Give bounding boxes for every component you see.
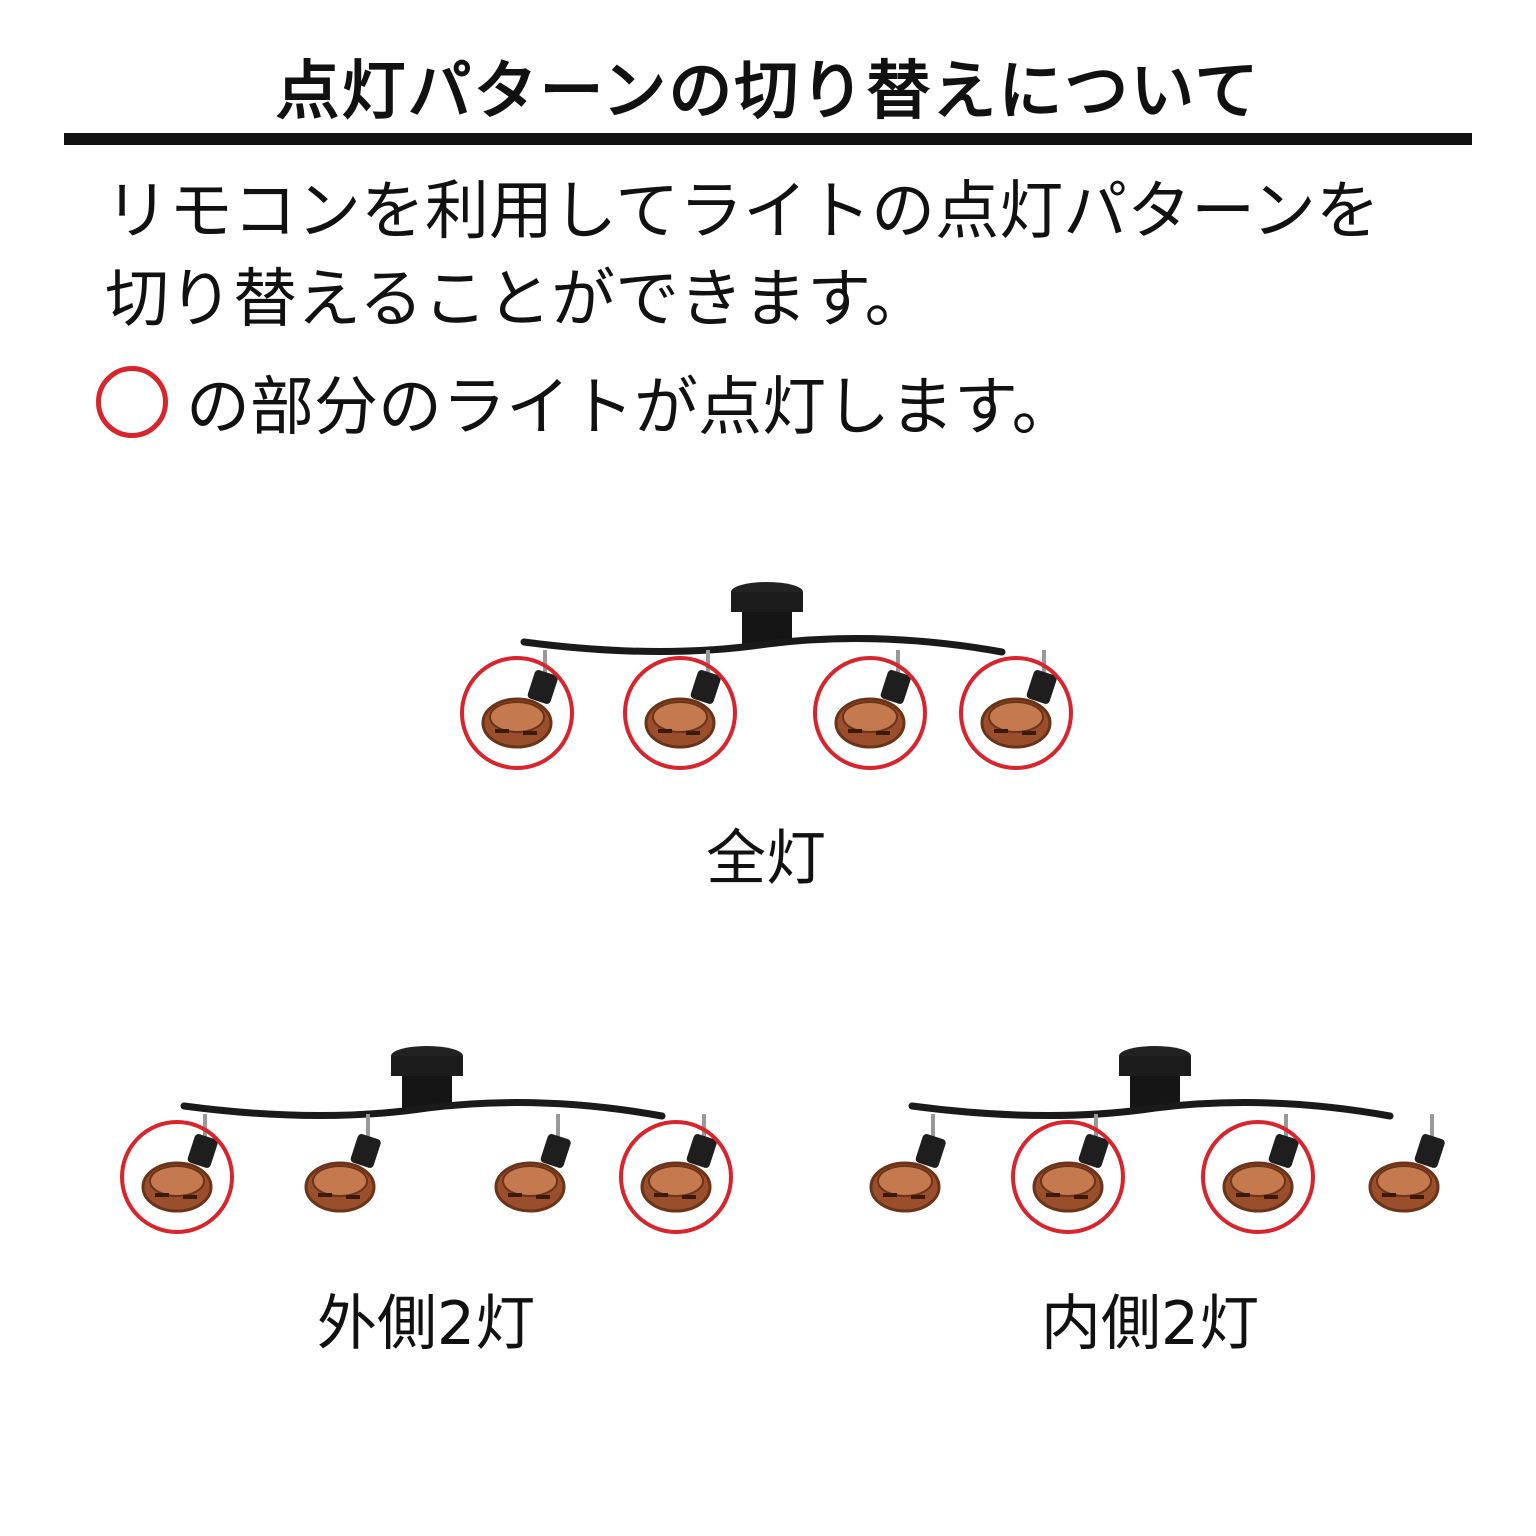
- legend: の部分のライトが点灯します。: [96, 360, 1076, 444]
- shade-slot: [848, 729, 862, 733]
- shade-slot: [1022, 731, 1036, 735]
- spotlight-4: [961, 650, 1071, 768]
- spotlight-4: [1370, 1114, 1446, 1211]
- spotlight-socket: [1414, 1133, 1446, 1169]
- pattern-label-inner: 内側2灯: [950, 1275, 1350, 1362]
- shade-slot: [318, 1193, 332, 1197]
- shade-slot: [155, 1193, 169, 1197]
- shade-slot: [495, 729, 509, 733]
- shade-slot: [1236, 1193, 1250, 1197]
- wood-shade-inner: [989, 702, 1043, 732]
- spotlight-socket: [350, 1133, 382, 1169]
- shade-slot: [1410, 1195, 1424, 1199]
- shade-slot: [523, 731, 537, 735]
- wood-shade-inner: [1041, 1166, 1095, 1196]
- wood-shade-inner: [490, 702, 544, 732]
- page-title: 点灯パターンの切り替えについて: [0, 40, 1536, 132]
- spotlight-3: [496, 1114, 572, 1211]
- shade-slot: [1382, 1193, 1396, 1197]
- title-divider: [64, 133, 1472, 145]
- legend-text: の部分のライトが点灯します。: [186, 356, 1076, 448]
- intro-line-1: リモコンを利用してライトの点灯パターンを: [105, 168, 1505, 256]
- shade-slot: [1074, 1195, 1088, 1199]
- shade-slot: [658, 729, 672, 733]
- spotlight-2: [1013, 1114, 1123, 1232]
- ceiling-canopy: [1119, 1056, 1191, 1076]
- ceiling-canopy: [391, 1056, 463, 1076]
- shade-slot: [911, 1195, 925, 1199]
- fixture-outer-two: [120, 1042, 740, 1252]
- fixture-inner-two: [848, 1042, 1468, 1252]
- spotlight-1: [462, 650, 572, 768]
- intro-line-2: 切り替えることができます。: [105, 256, 1505, 344]
- spotlight-4: [621, 1114, 731, 1232]
- pattern-label-outer: 外側2灯: [226, 1275, 626, 1362]
- shade-slot: [883, 1193, 897, 1197]
- shade-slot: [508, 1193, 522, 1197]
- wood-shade-inner: [653, 702, 707, 732]
- shade-slot: [682, 1195, 696, 1199]
- spotlight-3: [1203, 1114, 1313, 1232]
- pattern-label-all: 全灯: [566, 810, 966, 897]
- shade-slot: [686, 731, 700, 735]
- wood-shade-inner: [649, 1166, 703, 1196]
- spotlight-3: [815, 650, 925, 768]
- fixture-all-lights: [460, 578, 1080, 788]
- red-circle-icon: [96, 366, 168, 438]
- spotlight-socket: [540, 1133, 572, 1169]
- shade-slot: [1046, 1193, 1060, 1197]
- spotlight-2: [625, 650, 735, 768]
- ceiling-canopy: [731, 592, 803, 612]
- spotlight-1: [122, 1114, 232, 1232]
- spotlight-2: [306, 1114, 382, 1211]
- intro-text: リモコンを利用してライトの点灯パターンを 切り替えることができます。: [105, 168, 1505, 344]
- shade-slot: [994, 729, 1008, 733]
- wood-shade-inner: [503, 1166, 557, 1196]
- shade-slot: [536, 1195, 550, 1199]
- shade-slot: [654, 1193, 668, 1197]
- wood-shade-inner: [150, 1166, 204, 1196]
- wood-shade-inner: [878, 1166, 932, 1196]
- wood-shade-inner: [1231, 1166, 1285, 1196]
- spotlight-1: [871, 1114, 947, 1211]
- wood-shade-inner: [843, 702, 897, 732]
- spotlight-socket: [915, 1133, 947, 1169]
- shade-slot: [346, 1195, 360, 1199]
- wood-shade-inner: [313, 1166, 367, 1196]
- shade-slot: [1264, 1195, 1278, 1199]
- shade-slot: [183, 1195, 197, 1199]
- wood-shade-inner: [1377, 1166, 1431, 1196]
- shade-slot: [876, 731, 890, 735]
